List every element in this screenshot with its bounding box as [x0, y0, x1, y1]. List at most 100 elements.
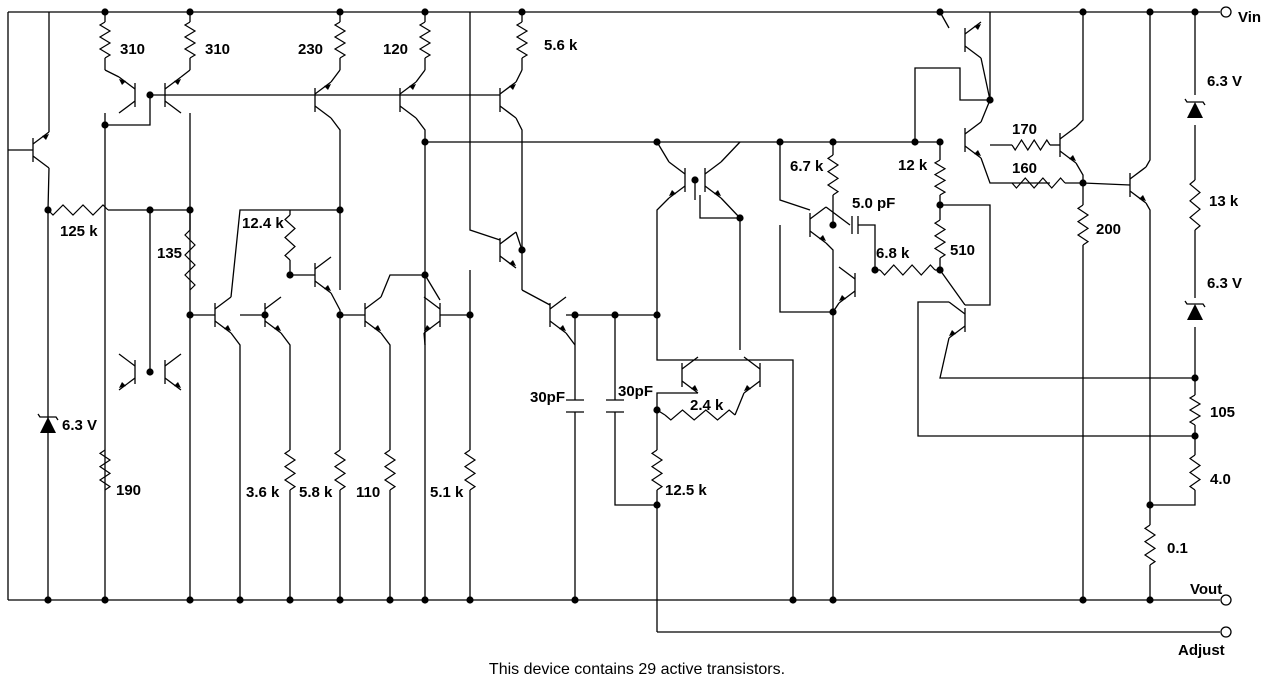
transistor-arrow [374, 325, 381, 331]
transistor-arrow [42, 134, 49, 140]
wire [779, 142, 811, 211]
transistor-lead [681, 380, 699, 394]
junction-dot [146, 206, 154, 214]
transistor-lead [399, 105, 417, 119]
junction-dot [466, 596, 474, 604]
junction-dot [1146, 596, 1154, 604]
transistor-lead [668, 161, 686, 175]
junction-dot [261, 311, 269, 319]
transistor-lead [264, 320, 282, 334]
transistor-arrow [1069, 155, 1076, 161]
vout-terminal [1220, 594, 1232, 606]
junction-dot [336, 311, 344, 319]
zener-bar [1184, 98, 1206, 106]
wire [105, 95, 151, 126]
resistor [1189, 179, 1201, 231]
transistor-arrow [949, 330, 956, 336]
transistor-lead [809, 206, 827, 220]
junction-dot [186, 311, 194, 319]
transistor-lead [314, 81, 332, 95]
transistor-arrow [174, 79, 181, 85]
transistor-lead [964, 45, 982, 59]
transistor-arrow [409, 84, 416, 90]
transistor-lead [1059, 126, 1077, 140]
transistor-arrow [1139, 195, 1146, 201]
capacitor-label: 30pF [618, 383, 653, 400]
wire [1075, 12, 1084, 128]
transistor-arrow [424, 325, 431, 331]
resistor [333, 449, 347, 491]
adjust-terminal [1220, 626, 1232, 638]
resistor-label: 125 k [60, 223, 98, 240]
wire [917, 301, 1195, 437]
junction-dot [653, 406, 661, 414]
transistor-lead [314, 256, 332, 270]
junction-dot [691, 176, 699, 184]
wire [280, 332, 291, 450]
transistor-arrow [324, 285, 331, 291]
resistor-label: 230 [298, 41, 323, 58]
transistor-arrow [509, 260, 516, 266]
transistor-arrow [274, 325, 281, 331]
resistor-label: 12 k [898, 157, 928, 174]
junction-dot [146, 91, 154, 99]
resistor-label: 5.1 k [430, 484, 464, 501]
junction-dot [936, 266, 944, 274]
wire [230, 209, 340, 298]
wire [734, 392, 745, 416]
capacitor-label: 30pF [530, 389, 565, 406]
transistor-arrow [174, 382, 181, 388]
wire [825, 206, 851, 226]
transistor-arrow [819, 235, 826, 241]
zener-label: 6.3 V [1207, 73, 1242, 90]
transistor-lead [809, 230, 827, 244]
wire [656, 315, 682, 361]
wire [521, 289, 551, 306]
circuit-components [32, 6, 1232, 638]
wire [656, 392, 698, 410]
resistor [650, 449, 664, 491]
junction-dot [611, 311, 619, 319]
transistor-lead [1059, 150, 1077, 164]
wire [330, 292, 341, 450]
junction-dot [518, 8, 526, 16]
circuit-wiring [7, 11, 1220, 633]
resistor-label: 12.5 k [665, 482, 707, 499]
transistor-lead [668, 185, 686, 199]
wire [415, 117, 426, 600]
transistor-lead [32, 155, 50, 169]
wire [1145, 202, 1151, 505]
wire [825, 242, 834, 312]
zener-label: 6.3 V [62, 417, 97, 434]
resistor [1143, 524, 1157, 566]
transistor-lead [743, 380, 761, 394]
resistor [284, 214, 296, 261]
resistor-label: 13 k [1209, 193, 1239, 210]
wire [1082, 182, 1131, 186]
junction-dot [518, 246, 526, 254]
junction-dot [466, 311, 474, 319]
resistor-label: 200 [1096, 221, 1121, 238]
resistor [933, 219, 947, 259]
transistor-lead [214, 320, 232, 334]
transistor-lead [118, 76, 136, 90]
junction-dot [386, 596, 394, 604]
resistor [98, 21, 112, 59]
resistor-label: 170 [1012, 121, 1037, 138]
transistor-arrow [669, 190, 676, 196]
vout-terminal-label: Vout [1190, 581, 1222, 598]
resistor-label: 2.4 k [690, 397, 724, 414]
resistor [664, 409, 736, 421]
transistor-lead [499, 255, 517, 269]
wire [656, 141, 670, 163]
wire [180, 69, 191, 78]
junction-dot [286, 596, 294, 604]
junction-dot [1079, 179, 1087, 187]
resistor [826, 154, 840, 196]
junction-dot [829, 221, 837, 229]
wire [424, 274, 441, 301]
resistor-label: 190 [116, 482, 141, 499]
junction-dot [1191, 8, 1199, 16]
junction-dot [186, 596, 194, 604]
resistor [933, 159, 947, 196]
